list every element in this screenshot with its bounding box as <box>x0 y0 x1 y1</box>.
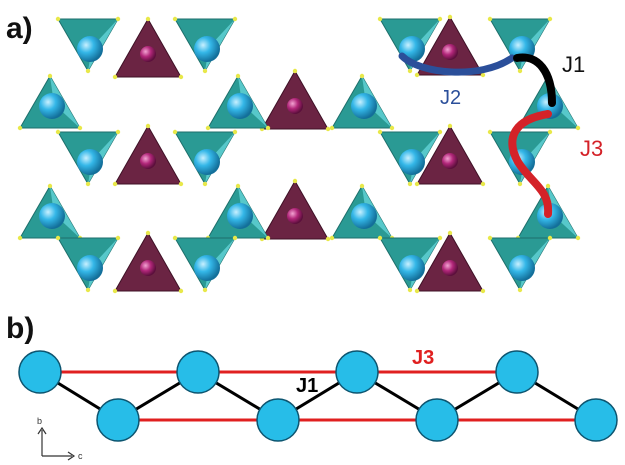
cu-tetrahedron <box>17 73 83 131</box>
chain-node <box>96 398 140 442</box>
cu-atom <box>227 203 253 229</box>
purple-tetrahedron <box>259 178 331 242</box>
purple-tetrahedron <box>414 123 486 187</box>
cu-atom <box>77 149 103 175</box>
cu-tetrahedron <box>172 16 238 74</box>
j2-exchange-path <box>398 52 516 76</box>
cu-atom <box>227 93 253 119</box>
cu-atom <box>194 255 220 281</box>
chain-node <box>335 350 379 394</box>
cu-tetrahedron <box>172 129 238 187</box>
cu-tetrahedron <box>205 183 271 241</box>
cu-atom <box>39 203 65 229</box>
cu-tetrahedron <box>55 16 121 74</box>
panel-a-label: a) <box>6 12 33 45</box>
j1-path-label: J1 <box>562 52 585 77</box>
panel-a: a) J1 J2 J3 <box>6 12 603 294</box>
magenta-atom <box>442 153 458 169</box>
purple-tetrahedron <box>414 230 486 294</box>
axes-indicator <box>37 426 76 461</box>
panel-b: b) J1 J3 b c <box>6 312 618 461</box>
cu-atom <box>399 255 425 281</box>
magenta-atom <box>442 44 458 60</box>
cu-tetrahedron <box>172 235 238 293</box>
magenta-atom <box>140 153 156 169</box>
cu-atom <box>351 93 377 119</box>
cu-tetrahedron <box>55 235 121 293</box>
purple-tetrahedron <box>414 14 486 78</box>
cu-atom <box>77 36 103 62</box>
chain-node <box>176 350 220 394</box>
chain-node <box>495 350 539 394</box>
cu-atom <box>39 93 65 119</box>
chain-node <box>574 398 618 442</box>
cu-atom <box>77 255 103 281</box>
cu-atom <box>194 149 220 175</box>
magenta-atom <box>287 98 303 114</box>
j3-path-label: J3 <box>580 136 603 161</box>
cu-tetrahedron <box>329 73 395 131</box>
magenta-atom <box>442 260 458 276</box>
j3-exchange-path <box>508 110 553 218</box>
magenta-atom <box>140 260 156 276</box>
cu-atom <box>194 36 220 62</box>
j1-exchange-path <box>513 53 556 107</box>
cu-tetrahedron <box>377 235 443 293</box>
j3-chain-label: J3 <box>412 347 434 369</box>
magenta-atom <box>287 208 303 224</box>
cu-atom <box>509 255 535 281</box>
cu-tetrahedron <box>55 129 121 187</box>
cu-atom <box>399 149 425 175</box>
cu-tetrahedron <box>329 183 395 241</box>
chain-node <box>415 398 459 442</box>
chain-node <box>256 398 300 442</box>
magenta-atom <box>140 46 156 62</box>
cu-tetrahedron <box>487 235 553 293</box>
cu-tetrahedron <box>17 183 83 241</box>
axis-c-label: c <box>78 451 83 461</box>
cu-tetrahedron <box>377 129 443 187</box>
purple-tetrahedron <box>112 230 184 294</box>
purple-tetrahedron <box>112 16 184 80</box>
purple-tetrahedron <box>112 123 184 187</box>
panel-b-label: b) <box>6 312 34 345</box>
cu-tetrahedron <box>205 73 271 131</box>
crystal-structure <box>17 14 581 294</box>
cu-atom <box>351 203 377 229</box>
chain-nodes <box>18 350 618 442</box>
purple-tetrahedron <box>259 68 331 132</box>
cu-tetrahedron <box>377 16 443 74</box>
j2-path-label: J2 <box>440 87 461 109</box>
j1-chain-label: J1 <box>296 375 318 397</box>
axis-b-label: b <box>37 416 42 426</box>
chain-node <box>18 350 62 394</box>
